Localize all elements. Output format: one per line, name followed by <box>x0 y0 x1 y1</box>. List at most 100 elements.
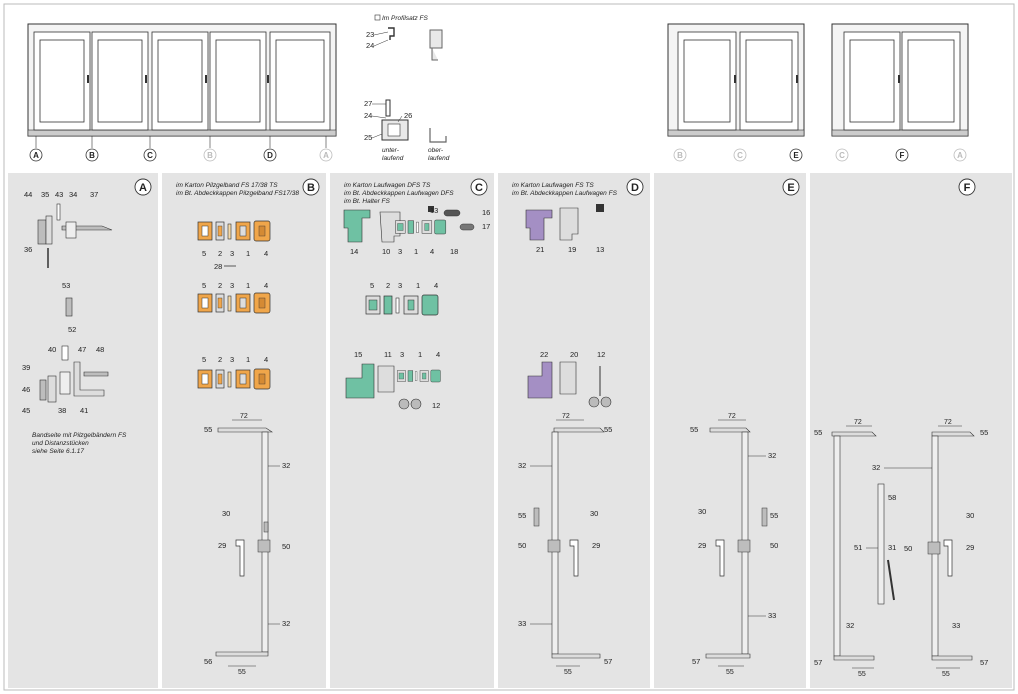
part-number: 25 <box>364 133 372 142</box>
panel-letters: A B C D E F <box>134 178 976 196</box>
part-number: 24 <box>364 111 372 120</box>
part-number: 19 <box>568 245 576 254</box>
panel-c-legend-2: im Bt. Abdeckkappen Laufwagen DFS <box>344 190 454 197</box>
panel-d-letter: D <box>631 182 639 194</box>
part-number: 3 <box>230 355 234 364</box>
part-number: 14 <box>350 247 358 256</box>
part-number: 55 <box>814 428 822 437</box>
part-number: 1 <box>246 281 250 290</box>
part-number: 17 <box>482 222 490 231</box>
part-number: 53 <box>62 281 70 290</box>
part-number: 3 <box>400 350 404 359</box>
part-number: 1 <box>416 281 420 290</box>
part-number: 1 <box>246 355 250 364</box>
dimension-label: 55 <box>858 671 866 678</box>
elevation-two-leaf: B C E <box>667 23 805 162</box>
part-number: 28 <box>214 262 222 271</box>
part-number: 51 <box>854 543 862 552</box>
part-number: 32 <box>282 619 290 628</box>
panel-a: 44 35 43 34 37 36 53 52 40 47 48 39 46 4… <box>22 190 127 455</box>
panel-c: im Karton Laufwagen DFS TS im Bt. Abdeck… <box>343 182 490 410</box>
part-number: 29 <box>592 541 600 550</box>
part-number: 34 <box>69 190 77 199</box>
panel-b-row-1-labels: 5 2 3 1 4 <box>202 249 268 258</box>
panel-b-legend-1: im Karton Pilzgelband FS 17/38 TS <box>176 182 278 189</box>
part-number: 45 <box>22 406 30 415</box>
part-number: 44 <box>24 190 32 199</box>
part-number: 2 <box>218 355 222 364</box>
part-number: 22 <box>540 350 548 359</box>
dimension-label: 55 <box>726 669 734 676</box>
part-number: 29 <box>966 543 974 552</box>
dimension-label: 55 <box>238 669 246 676</box>
dimension-label: 55 <box>942 671 950 678</box>
part-number: 57 <box>980 658 988 667</box>
panel-c-row-3-labels: 15 11 3 1 4 <box>354 350 440 359</box>
part-number: 55 <box>204 425 212 434</box>
part-number: 5 <box>202 249 206 258</box>
marker-label: D <box>267 151 273 160</box>
part-number: 24 <box>366 41 374 50</box>
part-number: 4 <box>264 355 268 364</box>
unter-laufend-label: unter- <box>382 147 400 154</box>
part-number: 57 <box>692 657 700 666</box>
part-number: 20 <box>570 350 578 359</box>
panel-a-letter: A <box>139 182 147 194</box>
elevation-two-leaf-alt: C F A <box>831 23 969 162</box>
part-number: 11 <box>384 350 392 359</box>
part-number: 23 <box>366 30 374 39</box>
panel-c-row-1-labels: 14 10 3 1 4 18 <box>350 247 458 256</box>
part-number: 50 <box>282 542 290 551</box>
panel-a-note-3: siehe Seite 6.1.17 <box>32 448 84 455</box>
part-number: 52 <box>68 325 76 334</box>
panel-f-letter: F <box>964 182 971 194</box>
profile-legend: Im Profilsatz FS <box>382 15 429 22</box>
part-number: 50 <box>904 544 912 553</box>
part-number: 35 <box>41 190 49 199</box>
part-number: 43 <box>55 190 63 199</box>
part-number: 33 <box>952 621 960 630</box>
part-number: 46 <box>22 385 30 394</box>
part-number: 12 <box>432 401 440 410</box>
panel-b-legend-2: im Bt. Abdeckkappen Pilzgelband FS17/38 <box>176 190 299 197</box>
panel-b-letter: B <box>307 182 315 194</box>
part-number: 4 <box>264 249 268 258</box>
part-number: 57 <box>604 657 612 666</box>
part-number: 2 <box>218 249 222 258</box>
part-number: 33 <box>768 611 776 620</box>
part-number: 50 <box>518 541 526 550</box>
part-number: 55 <box>980 428 988 437</box>
profile-sections: Im Profilsatz FS 23 24 27 24 25 26 unter… <box>364 14 450 162</box>
marker-label: A <box>957 151 963 160</box>
marker-label: A <box>323 151 329 160</box>
part-number: 38 <box>58 406 66 415</box>
part-number: 2 <box>386 281 390 290</box>
marker-label: C <box>147 151 153 160</box>
part-number: 39 <box>22 363 30 372</box>
marker-label: B <box>207 151 213 160</box>
panel-e-letter: E <box>787 182 794 194</box>
ober-laufend-label: ober- <box>428 147 444 154</box>
part-number: 55 <box>690 425 698 434</box>
marker-label: C <box>839 151 845 160</box>
part-number: 27 <box>364 99 372 108</box>
dimension-label: 72 <box>562 413 570 420</box>
elevation-six-leaf <box>27 23 337 148</box>
part-number: 3 <box>398 247 402 256</box>
part-number: 48 <box>96 345 104 354</box>
part-number: 26 <box>404 111 412 120</box>
part-number: 47 <box>78 345 86 354</box>
part-number: 55 <box>604 425 612 434</box>
panel-c-legend-1: im Karton Laufwagen DFS TS <box>344 182 431 189</box>
unter-laufend-label-2: laufend <box>382 155 404 162</box>
dimension-label: 72 <box>944 419 952 426</box>
part-number: 30 <box>222 509 230 518</box>
part-number: 30 <box>590 509 598 518</box>
part-number: 4 <box>264 281 268 290</box>
part-number: 57 <box>814 658 822 667</box>
part-number: 40 <box>48 345 56 354</box>
panel-c-letter: C <box>475 182 483 194</box>
part-number: 29 <box>218 541 226 550</box>
part-number: 58 <box>888 493 896 502</box>
